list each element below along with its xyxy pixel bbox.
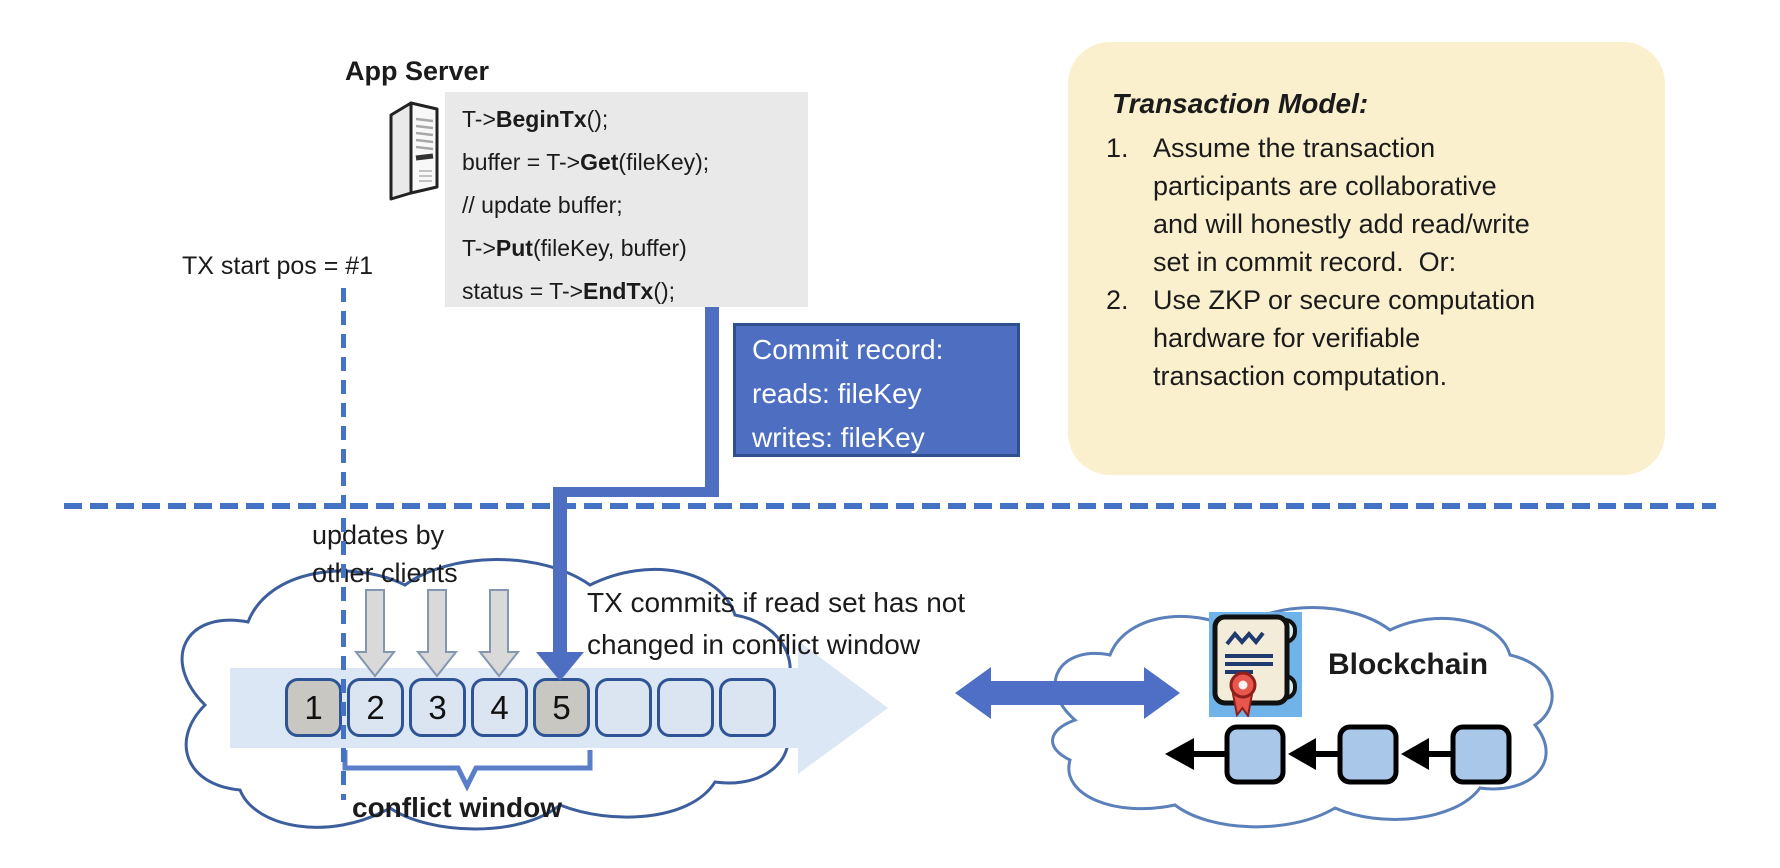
update-arrow: [415, 589, 459, 678]
timeline-slot-5: 5: [533, 678, 590, 737]
blockchain-label: Blockchain: [1328, 648, 1489, 681]
commit-flow-arrow: [536, 305, 719, 681]
commit-record-line: Commit record:: [752, 334, 944, 365]
app-server-title: App Server: [345, 56, 490, 86]
update-arrow: [477, 589, 521, 678]
chain-link-arrow: [1401, 738, 1453, 770]
transaction-model-item: 1. Assume the transaction participants a…: [1106, 129, 1635, 281]
chain-link-arrow: [1288, 738, 1340, 770]
commit-record-line: writes: fileKey: [752, 422, 925, 453]
tx-start-line: [341, 288, 346, 800]
timeline-slot-2: 2: [347, 678, 404, 737]
transaction-code-block: T->BeginTx(); buffer = T->Get(fileKey); …: [445, 92, 808, 307]
conflict-window-label: conflict window: [352, 792, 562, 823]
timeline-slot-3: 3: [409, 678, 466, 737]
transaction-model-item: 2. Use ZKP or secure computation hardwar…: [1106, 281, 1635, 395]
updates-by-clients-label: updates by other clients: [312, 520, 458, 588]
timeline-slot-7: [657, 678, 714, 737]
certificate-scroll-icon: [1209, 612, 1302, 717]
commit-condition-label: TX commits if read set has not changed i…: [587, 587, 966, 660]
item-number: 1.: [1106, 133, 1129, 163]
transaction-model-note: Transaction Model: 1. Assume the transac…: [1068, 42, 1665, 475]
code-line: T->Put(fileKey, buffer): [462, 235, 687, 261]
update-arrow: [353, 589, 397, 678]
commit-record-box: Commit record: reads: fileKey writes: fi…: [733, 323, 1020, 457]
tx-start-label: TX start pos = #1: [182, 252, 374, 280]
code-line: T->BeginTx();: [462, 106, 609, 132]
timeline-slot-6: [595, 678, 652, 737]
item-text: Assume the transaction participants are …: [1153, 133, 1530, 277]
code-line: buffer = T->Get(fileKey);: [462, 149, 710, 175]
transaction-model-title: Transaction Model:: [1112, 88, 1369, 119]
sync-double-arrow: [955, 667, 1180, 719]
timeline-slot-8: [719, 678, 776, 737]
code-line: // update buffer;: [462, 192, 623, 218]
item-number: 2.: [1106, 285, 1129, 315]
chain-block: [1224, 724, 1286, 785]
commit-record-line: reads: fileKey: [752, 378, 922, 409]
timeline-slot-4: 4: [471, 678, 528, 737]
server-tower-icon: [389, 101, 439, 201]
chain-link-arrow: [1165, 738, 1227, 770]
code-line: status = T->EndTx();: [462, 278, 676, 304]
item-text: Use ZKP or secure computation hardware f…: [1153, 285, 1536, 391]
blockchain-cloud: [1051, 606, 1554, 829]
separator-line: [64, 503, 1716, 509]
chain-block: [1337, 724, 1399, 785]
chain-block: [1450, 724, 1512, 785]
timeline-slot-1: 1: [285, 678, 342, 737]
conflict-window-bracket: [342, 750, 593, 792]
